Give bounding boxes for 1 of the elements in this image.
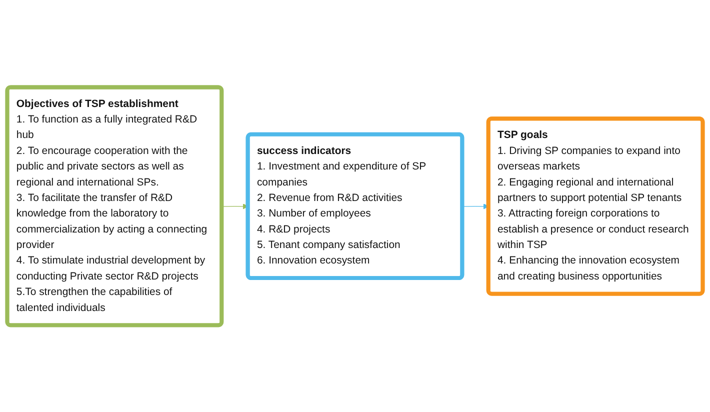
flowchart-drawing: Objectives of TSP establishment 1. To function as a fully integrated R&D hub 2. To encourage cooperation with the public and private sectors as well as regional and international SPs. 3. To facilitate the transfer of R&D knowledge from the laboratory to commercialization by acting a connecting provider 4. To stimulate industrial development by conducting Private sector R&D projects 5.To strengthen the capabilities of talented individuals success indicators 1. Investment and expenditure of SP companies 2. Revenue from R&D activities 3. Number of employees 4. R&D projects 5. Tenant company satisfaction 6. Innovation ecosystem TSP goals 1. Driving SP companies to expand into overseas markets 2. Engaging regional and international partners to support potential SP tenants 3. Attracting foreign corporations to establish a presence or conduct research within TSP 4. Enhancing the innovation ecosystem and creating business opportunities [2, 82, 708, 330]
